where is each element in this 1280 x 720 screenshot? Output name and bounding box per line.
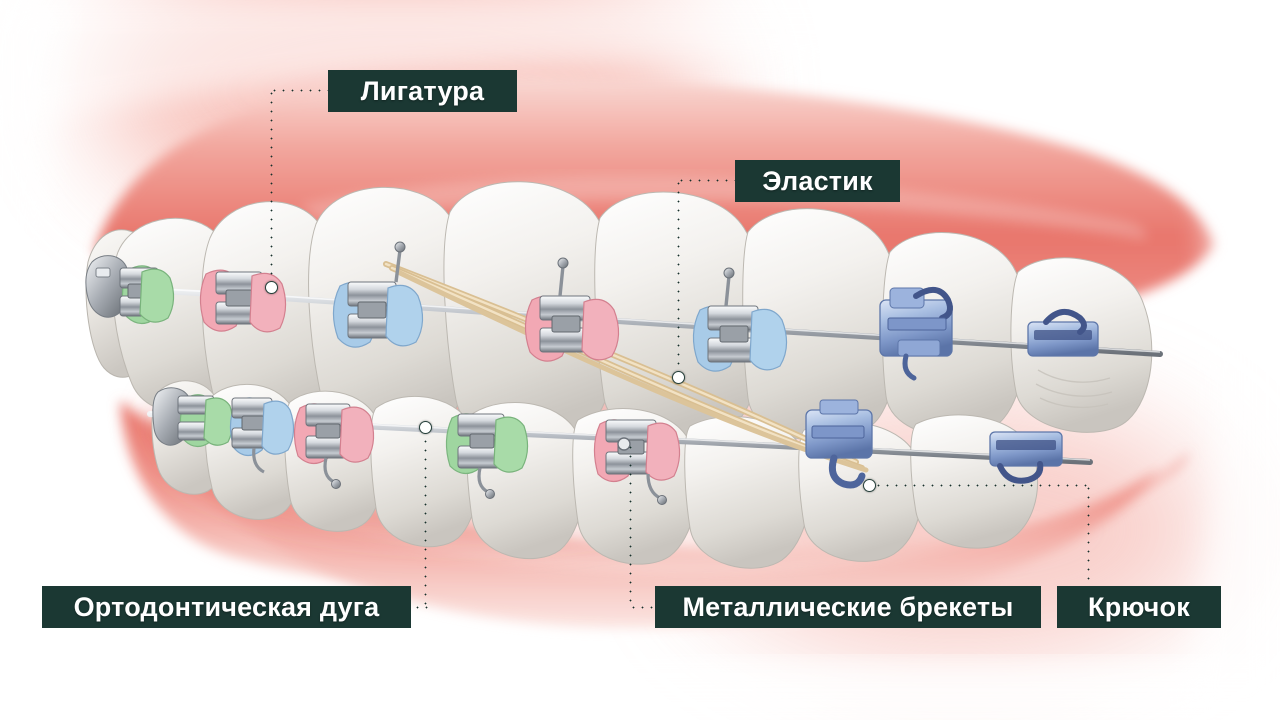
leader-endpoint-archwire: [419, 421, 432, 434]
bracket-lower-7-blue-tube: [989, 431, 1063, 484]
callout-label-archwire[interactable]: Ортодонтическая дуга: [42, 586, 411, 628]
callout-label-metal-brackets[interactable]: Металлические брекеты: [655, 586, 1041, 628]
bracket-lower-2: [229, 397, 295, 474]
bracket-upper-4: [524, 257, 620, 362]
bracket-upper-2: [199, 269, 287, 333]
bracket-upper-1: [119, 265, 175, 325]
callout-label-hook[interactable]: Крючок: [1057, 586, 1221, 628]
bracket-hook: [828, 454, 866, 489]
bracket-upper-5: [692, 267, 788, 372]
bracket-upper-molar-left: [85, 255, 130, 318]
bracket-lower-3: [293, 403, 375, 489]
leader-endpoint-hook: [863, 479, 876, 492]
lower-gum: [120, 400, 1190, 629]
bracket-lower-6-blue-hook: [805, 399, 873, 489]
bracket-upper-7-blue-tube: [1027, 309, 1099, 357]
bracket-upper-6-blue: [879, 287, 953, 381]
bracket-lower-5: [593, 419, 681, 505]
leader-endpoint-ligature: [265, 281, 278, 294]
callout-label-elastic[interactable]: Эластик: [735, 160, 900, 202]
bracket-lower-4: [445, 413, 529, 499]
bracket-upper-3: [332, 241, 424, 348]
bracket-lower-1: [177, 394, 234, 448]
callout-label-ligature[interactable]: Лигатура: [328, 70, 517, 112]
leader-endpoint-elastic: [672, 371, 685, 384]
